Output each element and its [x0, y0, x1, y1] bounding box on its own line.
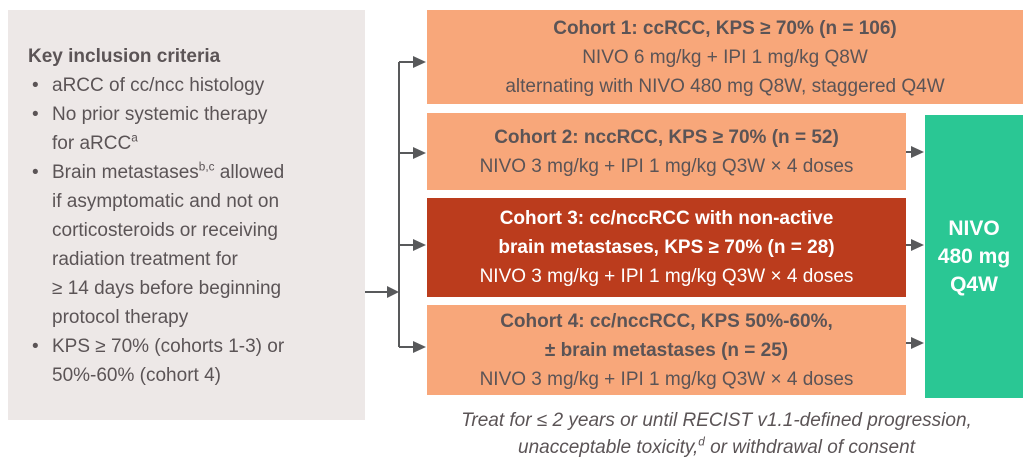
arrowhead-icon: [911, 239, 924, 251]
footnote-sup-d: d: [698, 435, 705, 449]
cohort-1-regimen: NIVO 6 mg/kg + IPI 1 mg/kg Q8W: [582, 46, 868, 68]
arrowhead-icon: [911, 146, 924, 158]
cohort-4-title: ± brain metastases (n = 25): [544, 339, 789, 361]
inclusion-title: Key inclusion criteria: [28, 46, 221, 67]
bullet-line: protocol therapy: [52, 307, 189, 328]
cohort-2-box: Cohort 2: nccRCC, KPS ≥ 70% (n = 52) NIV…: [427, 113, 906, 190]
cohort-4-box: Cohort 4: cc/nccRCC, KPS 50%-60%, ± brai…: [427, 305, 906, 395]
arrowhead-icon: [413, 56, 426, 68]
nivo-maintenance-line: NIVO: [948, 216, 1000, 240]
cohort-4-title: Cohort 4: cc/nccRCC, KPS 50%-60%,: [500, 310, 833, 332]
inclusion-bullet-list: aRCC of cc/ncc histology No prior system…: [28, 71, 355, 390]
bullet-line: Brain metastasesb,c allowed: [52, 160, 285, 183]
bullet-line: No prior systemic therapy: [52, 104, 268, 125]
treatment-duration-note: Treat for ≤ 2 years or until RECIST v1.1…: [400, 407, 1033, 461]
cohort-1-box: Cohort 1: ccRCC, KPS ≥ 70% (n = 106) NIV…: [427, 10, 1023, 104]
bullet-line: for aRCCa: [52, 131, 138, 154]
bullet-line: ≥ 14 days before beginning: [52, 278, 282, 299]
bullet-line: if asymptomatic and not on: [52, 191, 280, 212]
cohort-3-title: Cohort 3: cc/nccRCC with non-active: [499, 208, 834, 229]
nivo-maintenance-line: Q4W: [950, 272, 998, 296]
arrowhead-icon: [413, 147, 426, 159]
arrowhead-icon: [413, 341, 426, 353]
bullet-line: KPS ≥ 70% (cohorts 1-3) or: [52, 336, 285, 357]
cohort-1-regimen: alternating with NIVO 480 mg Q8W, stagge…: [505, 75, 945, 97]
nivo-maintenance-line: 480 mg: [937, 244, 1011, 268]
inclusion-criteria-panel: Key inclusion criteria aRCC of cc/ncc hi…: [8, 10, 365, 420]
arrowhead-icon: [911, 337, 924, 349]
inclusion-bullet-kps: KPS ≥ 70% (cohorts 1-3) or 50%-60% (coho…: [28, 332, 355, 390]
inclusion-bullet-brain-metastases: Brain metastasesb,c allowed if asymptoma…: [28, 158, 355, 332]
cohort-2-title: Cohort 2: nccRCC, KPS ≥ 70% (n = 52): [494, 126, 839, 148]
bullet-line: 50%-60% (cohort 4): [52, 365, 221, 386]
treatment-duration-line: Treat for ≤ 2 years or until RECIST v1.1…: [461, 410, 972, 431]
footnote-sup-bc: b,c: [198, 160, 215, 174]
cohort-4-regimen: NIVO 3 mg/kg + IPI 1 mg/kg Q3W × 4 doses: [479, 368, 854, 390]
cohort-1-title: Cohort 1: ccRCC, KPS ≥ 70% (n = 106): [553, 17, 897, 39]
arrowhead-icon: [387, 286, 399, 298]
cohort-3-box: Cohort 3: cc/nccRCC with non-active brai…: [427, 198, 906, 297]
treatment-duration-line: unacceptable toxicity,d or withdrawal of…: [518, 435, 915, 458]
bullet-line: aRCC of cc/ncc histology: [52, 75, 265, 96]
bullet-line: corticosteroids or receiving: [52, 220, 278, 241]
cohort-3-regimen: NIVO 3 mg/kg + IPI 1 mg/kg Q3W × 4 doses: [479, 266, 854, 287]
inclusion-bullet-no-prior-therapy: No prior systemic therapy for aRCCa: [28, 100, 355, 158]
nivo-maintenance-box: NIVO 480 mg Q4W: [925, 115, 1023, 398]
inclusion-bullet-histology: aRCC of cc/ncc histology: [28, 71, 355, 100]
cohort-3-title: brain metastases, KPS ≥ 70% (n = 28): [498, 237, 835, 258]
footnote-sup-a: a: [131, 131, 138, 145]
arrowhead-icon: [413, 239, 426, 251]
bullet-line: radiation treatment for: [52, 249, 238, 270]
cohort-2-regimen: NIVO 3 mg/kg + IPI 1 mg/kg Q3W × 4 doses: [479, 155, 854, 177]
